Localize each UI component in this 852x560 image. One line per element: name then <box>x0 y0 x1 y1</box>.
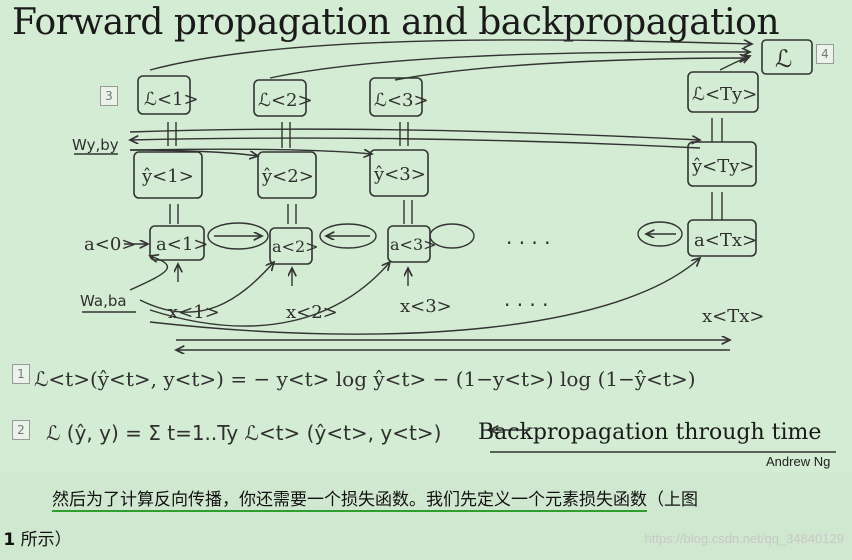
a-node-1: a<1> <box>149 225 208 261</box>
a0-label: a<0> <box>84 234 136 255</box>
svg-text:ŷ<Ty>: ŷ<Ty> <box>691 156 755 177</box>
total-loss-equation: ℒ (ŷ, y) = Σ t=1..Ty ℒ<t> (ŷ<t>, y<t>) <box>46 421 441 445</box>
svg-text:a<1>: a<1> <box>156 234 208 255</box>
svg-text:ℒ<3>: ℒ<3> <box>374 90 429 111</box>
loss-node-3: ℒ<3> <box>369 77 429 117</box>
caption-paragraph: 然后为了计算反向传播，你还需要一个损失函数。我们先定义一个元素损失函数（上图 编… <box>3 480 848 560</box>
a-node-3: a<3> <box>387 225 437 263</box>
yhat-node-ty: ŷ<Ty> <box>687 141 757 187</box>
loss-aggregate-arrow-2 <box>269 52 750 79</box>
step-label-2: 2 <box>12 420 30 440</box>
step-label-1: 1 <box>12 364 30 384</box>
loss-aggregate-arrow-4 <box>719 56 750 71</box>
x-node-1: x<1> <box>168 302 220 323</box>
slide-title: Forward propagation and backpropagation <box>12 2 780 43</box>
a-node-2: a<2> <box>269 227 319 265</box>
svg-text:ℒ<1>: ℒ<1> <box>144 89 199 110</box>
loss-node-2: ℒ<2> <box>253 79 313 117</box>
loss-aggregate-arrow-1 <box>149 39 752 71</box>
loss-node-1: ℒ<1> <box>137 75 199 115</box>
wa-label: Wa,ba <box>80 292 127 310</box>
slide-image: Forward propagation and backpropagation … <box>12 2 836 469</box>
caption-line2-post: 所示） <box>15 530 72 550</box>
bptt-label: Backpropagation through time <box>478 420 822 445</box>
svg-text:ŷ<2>: ŷ<2> <box>261 166 314 187</box>
svg-text:a<3>: a<3> <box>390 235 437 254</box>
svg-text:ℒ<Ty>: ℒ<Ty> <box>692 84 757 105</box>
step-label-3: 3 <box>100 86 118 106</box>
recurrence-loop-4 <box>637 221 683 247</box>
blog-watermark: https://blog.csdn.net/qq_34840129 <box>644 531 845 546</box>
a-node-tx: a<Tx> <box>687 219 757 257</box>
caption-figure-number: 1 <box>3 530 16 550</box>
svg-text:ŷ<3>: ŷ<3> <box>373 164 426 185</box>
total-loss-box <box>761 39 813 75</box>
recurrence-loop-2 <box>319 223 377 249</box>
author-credit: Andrew Ng <box>766 454 831 469</box>
rnn-diagram: ℒ ℒ<1> ℒ<2> ℒ<3> ℒ<Ty> Wy,by ŷ<1> ŷ<2> <box>34 39 836 453</box>
loss-aggregate-arrow-3 <box>394 58 748 81</box>
total-loss-label: ℒ <box>775 45 792 73</box>
x-node-3: x<3> <box>400 296 452 317</box>
ellipsis-bottom: · · · · <box>504 293 549 317</box>
svg-text:ŷ<1>: ŷ<1> <box>141 166 194 187</box>
svg-text:a<Tx>: a<Tx> <box>694 230 757 251</box>
ellipsis-middle: · · · · <box>506 231 551 255</box>
recurrence-loop-1 <box>207 222 269 250</box>
yhat-node-1: ŷ<1> <box>133 151 203 199</box>
x-node-2: x<2> <box>286 302 338 323</box>
yhat-node-2: ŷ<2> <box>257 151 317 199</box>
loss-equation: ℒ<t>(ŷ<t>, y<t>) = − y<t> log ŷ<t> − (1−… <box>34 367 696 391</box>
loss-node-ty: ℒ<Ty> <box>687 71 759 113</box>
wy-label: Wy,by <box>72 136 119 154</box>
caption-line1-tail: （上图 <box>647 490 698 510</box>
yhat-node-3: ŷ<3> <box>369 149 429 197</box>
svg-text:a<2>: a<2> <box>272 237 319 256</box>
caption-line1: 然后为了计算反向传播，你还需要一个损失函数。我们先定义一个元素损失函数 <box>52 490 647 512</box>
step-label-4: 4 <box>816 44 834 64</box>
svg-text:ℒ<2>: ℒ<2> <box>258 90 313 111</box>
x-node-tx: x<Tx> <box>702 306 764 327</box>
recurrence-loop-3 <box>429 223 475 249</box>
